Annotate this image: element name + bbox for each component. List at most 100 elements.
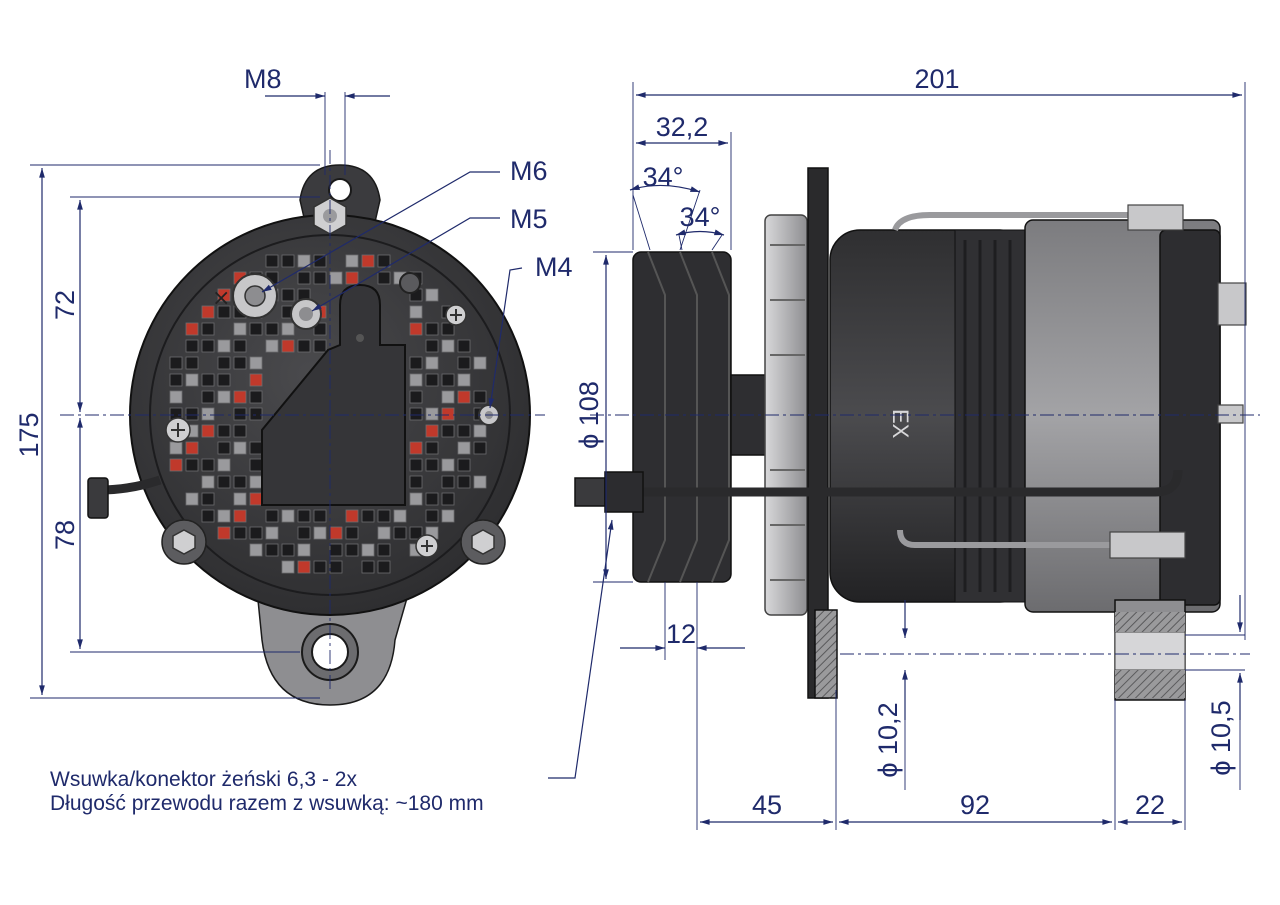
terminal-m6 [290, 298, 322, 330]
vent-slot [217, 458, 231, 472]
vent-slot [409, 475, 423, 489]
vent-slot [361, 509, 375, 523]
dim-201: 201 [914, 64, 959, 94]
vent-slot [409, 356, 423, 370]
vent-slot [409, 407, 423, 421]
vent-slot [281, 254, 295, 268]
vent-slot [281, 322, 295, 336]
vent-slot [281, 288, 295, 302]
vent-slot [457, 373, 471, 387]
vent-slot [361, 560, 375, 574]
vent-slot [249, 407, 263, 421]
vent-slot [329, 543, 343, 557]
vent-slot [265, 509, 279, 523]
vent-slot [457, 356, 471, 370]
dim-72: 72 [50, 290, 80, 320]
vent-slot [425, 492, 439, 506]
pulley [632, 251, 732, 583]
vent-slot [281, 560, 295, 574]
vent-slot [345, 271, 359, 285]
vent-slot [457, 458, 471, 472]
connector-leader [548, 519, 614, 779]
vent-slot [281, 543, 295, 557]
vent-slot [393, 526, 407, 540]
screw-bottom-right [415, 534, 439, 558]
vent-slot [297, 560, 311, 574]
vent-slot [201, 509, 215, 523]
dim-dia-108: ϕ 108 [574, 381, 604, 449]
vent-slot [425, 441, 439, 455]
vent-slot [425, 356, 439, 370]
front-dimensions: M8 M6 M5 M4 175 72 78 [14, 64, 573, 699]
vent-slot [233, 526, 247, 540]
vent-slot [297, 526, 311, 540]
vent-slot [201, 339, 215, 353]
vent-grid [169, 254, 487, 574]
connector [574, 471, 644, 513]
vent-slot [473, 390, 487, 404]
vent-slot [169, 441, 183, 455]
vent-slot [233, 339, 247, 353]
vent-slot [265, 339, 279, 353]
vent-slot [281, 509, 295, 523]
dim-175: 175 [14, 412, 44, 457]
vent-slot [201, 322, 215, 336]
vent-slot [457, 475, 471, 489]
vent-slot [265, 526, 279, 540]
vent-slot [249, 441, 263, 455]
svg-text:×: × [212, 286, 230, 311]
vent-slot [249, 526, 263, 540]
vent-slot [313, 509, 327, 523]
dim-dia-10-5: ϕ 10,5 [1206, 700, 1236, 775]
vent-slot [233, 407, 247, 421]
vent-slot [217, 373, 231, 387]
dim-m4: M4 [535, 252, 573, 282]
vent-slot [473, 475, 487, 489]
vent-slot [345, 543, 359, 557]
vent-slot [297, 543, 311, 557]
vent-slot [169, 458, 183, 472]
vent-slot [185, 458, 199, 472]
vent-slot [425, 509, 439, 523]
front-view: × [87, 164, 531, 706]
vent-slot [329, 560, 343, 574]
vent-slot [201, 407, 215, 421]
vent-slot [233, 441, 247, 455]
vent-slot [441, 322, 455, 336]
vent-slot [393, 509, 407, 523]
vent-slot [345, 509, 359, 523]
vent-slot [201, 424, 215, 438]
vent-slot [377, 543, 391, 557]
side-dimensions: 201 32,2 34° 34° ϕ 108 12 ϕ 10,2 [574, 64, 1246, 830]
vent-slot [409, 526, 423, 540]
nut-bottom-right [460, 519, 506, 565]
vent-slot [425, 407, 439, 421]
vent-slot [313, 271, 327, 285]
dim-angle-a: 34° [643, 162, 684, 192]
terminal-m5 [399, 272, 421, 294]
vent-slot [265, 543, 279, 557]
dim-m6: M6 [510, 156, 548, 186]
vent-slot [441, 373, 455, 387]
vent-slot [169, 356, 183, 370]
vent-slot [201, 475, 215, 489]
vent-slot [313, 322, 327, 336]
vent-slot [201, 305, 215, 319]
vent-slot [409, 305, 423, 319]
vent-slot [377, 560, 391, 574]
vent-slot [345, 526, 359, 540]
vent-slot [457, 424, 471, 438]
side-view: EX [574, 167, 1247, 701]
vent-slot [217, 475, 231, 489]
vent-slot [457, 390, 471, 404]
vent-slot [457, 339, 471, 353]
vent-slot [281, 339, 295, 353]
nut-bottom-left [161, 519, 207, 565]
vent-slot [297, 509, 311, 523]
screw-left [165, 417, 191, 443]
note-connector: Wsuwka/konektor żeński 6,3 - 2x [50, 768, 357, 791]
vent-slot [297, 271, 311, 285]
dim-78: 78 [50, 520, 80, 550]
vent-slot [201, 458, 215, 472]
